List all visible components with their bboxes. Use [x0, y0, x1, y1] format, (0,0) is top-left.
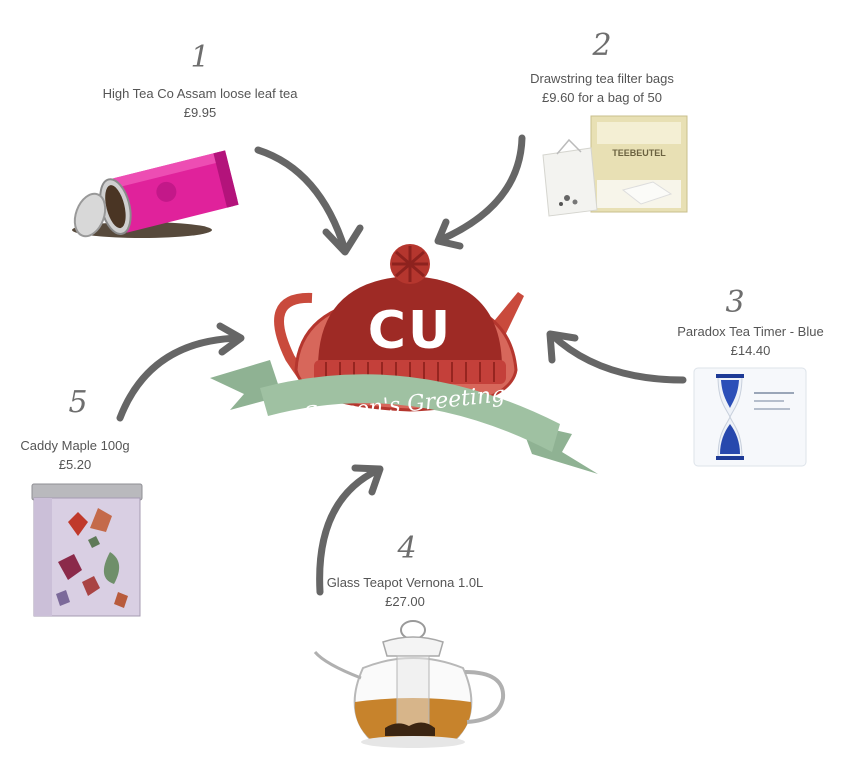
product-5-price: £5.20 — [58, 457, 92, 472]
product-2-price: £9.60 for a bag of 50 — [542, 90, 662, 105]
product-2-name: Drawstring tea filter bags — [530, 71, 674, 86]
product-4-price: £27.00 — [385, 594, 425, 609]
product-4-number: 4 — [397, 531, 417, 566]
product-4-image-glass-teapot[interactable] — [305, 612, 520, 752]
product-2-image-text: TEEBEUTEL — [612, 148, 666, 158]
product-3-image-tea-timer[interactable] — [690, 362, 810, 472]
product-1-price: £9.95 — [183, 105, 217, 120]
product-3-number: 3 — [725, 285, 745, 320]
product-5-label: Caddy Maple 100g £5.20 — [0, 436, 150, 474]
product-3-label: Paradox Tea Timer - Blue £14.40 — [658, 322, 843, 360]
product-1-label: High Tea Co Assam loose leaf tea £9.95 — [80, 84, 320, 122]
product-4-label: Glass Teapot Vernona 1.0L £27.00 — [310, 573, 500, 611]
product-5-image-tea-caddy[interactable] — [28, 482, 146, 620]
product-1-image-tea-tin[interactable] — [72, 145, 252, 245]
product-5-number: 5 — [68, 385, 88, 420]
teapot-with-hat-logo — [210, 244, 598, 474]
product-3-price: £14.40 — [730, 343, 771, 358]
product-2-number: 2 — [592, 28, 612, 63]
product-2-label: Drawstring tea filter bags £9.60 for a b… — [492, 69, 712, 107]
product-4-name: Glass Teapot Vernona 1.0L — [326, 575, 484, 590]
product-1-number: 1 — [190, 40, 210, 75]
product-1-name: High Tea Co Assam loose leaf tea — [102, 86, 298, 101]
product-2-image-filter-bags[interactable]: TEEBEUTEL — [533, 110, 693, 225]
product-3-name: Paradox Tea Timer - Blue — [677, 324, 824, 339]
product-5-name: Caddy Maple 100g — [20, 438, 130, 453]
logo-text: CU — [367, 301, 453, 361]
